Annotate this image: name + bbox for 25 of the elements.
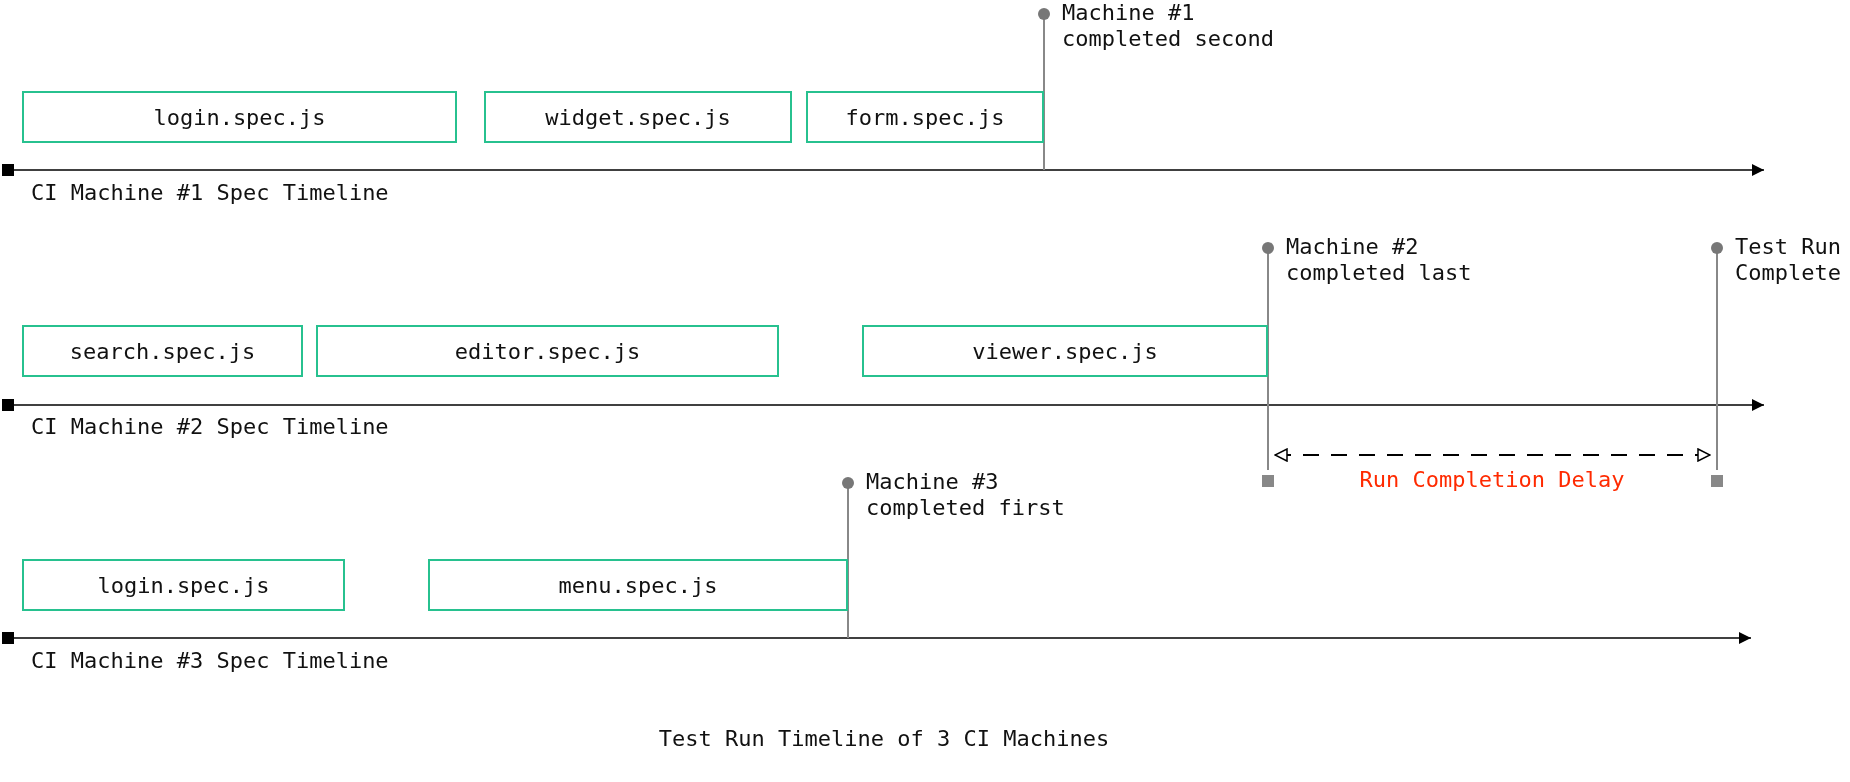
spec-file-name: viewer.spec.js — [972, 338, 1158, 364]
spec-file-box — [806, 91, 1044, 143]
timeline-label: CI Machine #3 Spec Timeline — [31, 648, 389, 673]
spec-file-name: menu.spec.js — [558, 572, 718, 598]
spec-file-name: search.spec.js — [69, 338, 256, 364]
spec-file-box — [22, 91, 457, 143]
spec-file-name: login.spec.js — [97, 572, 270, 598]
milestone-text: Machine #1 completed second — [1062, 0, 1274, 51]
spec-file-name: widget.spec.js — [545, 104, 731, 130]
milestone-text: Machine #3 completed first — [866, 469, 1065, 520]
caption: Test Run Timeline of 3 CI Machines — [658, 726, 1110, 751]
spec-file-name: form.spec.js — [845, 104, 1005, 130]
spec-file-name: login.spec.js — [153, 104, 326, 130]
spec-file-name: editor.spec.js — [454, 338, 641, 364]
milestone-text: Machine #2 completed last — [1286, 234, 1472, 285]
spec-file-box — [484, 91, 792, 143]
spec-file-box — [22, 325, 303, 377]
spec-file-box — [22, 559, 345, 611]
spec-file-box — [316, 325, 779, 377]
timeline-label: CI Machine #1 Spec Timeline — [31, 180, 389, 205]
dimension-label: Run Completion Delay — [1359, 467, 1625, 492]
milestone-text: Test Run Complete — [1735, 234, 1841, 285]
spec-file-box — [862, 325, 1268, 377]
spec-file-box — [428, 559, 848, 611]
timeline-label: CI Machine #2 Spec Timeline — [31, 414, 389, 439]
